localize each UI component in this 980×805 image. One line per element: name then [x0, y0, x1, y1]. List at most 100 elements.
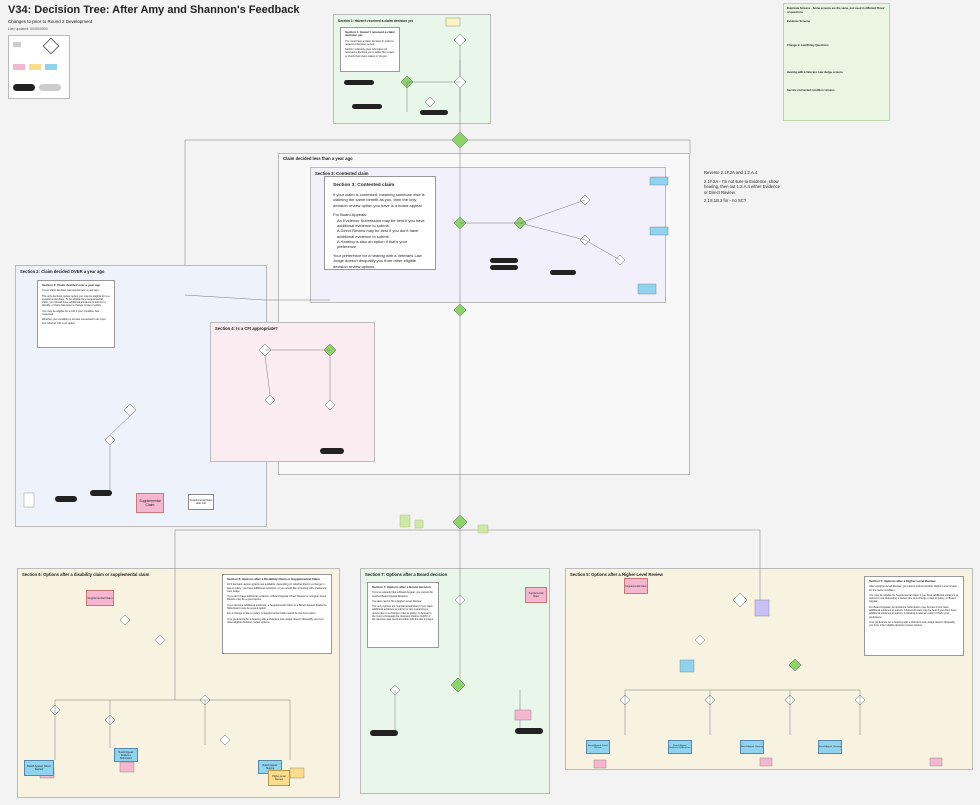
decision-node-57 — [452, 514, 468, 530]
decision-node-45 — [104, 434, 116, 446]
reverse-note-b: 2.1F.2A - I'm not sure to Evidence, show… — [704, 178, 780, 195]
section-6-card-p5: Your preference for a hearing with a Vet… — [227, 617, 324, 624]
board-hearing-s5-2-label: Board Appeal: Hearing — [819, 746, 842, 748]
flow-box-102 — [929, 757, 943, 767]
supplemental-after-cfi-label: Supplemental claim after CFI — [189, 499, 213, 505]
board-evidence-box-s5: Board Appeal: Evidence Submission — [668, 740, 692, 754]
notes-line-1: Duplicate Screens - Some screens are the… — [787, 7, 885, 14]
section-2-label: Section 2: Claim decided OVER a year ago — [20, 269, 105, 274]
page-title: V34: Decision Tree: After Amy and Shanno… — [8, 4, 300, 16]
legend-end-alt — [39, 84, 61, 91]
hlr-box-s6: Higher-Level Review — [268, 770, 290, 786]
contested-p3: Your preference for a hearing with a Vet… — [333, 253, 422, 269]
board-hearing-box-s5-2: Board Appeal: Hearing — [818, 740, 842, 754]
flow-box-100 — [593, 759, 607, 769]
flow-box-98 — [754, 599, 770, 617]
board-evidence-s5-label: Board Appeal: Evidence Submission — [669, 745, 691, 749]
flow-box-84 — [514, 709, 532, 721]
contested-heading: Section 3: Contested claim — [333, 183, 395, 188]
notes-line-4: Hearing with a Veterans Law Judge screen… — [787, 71, 843, 75]
supplemental-claim-s7-label: Supplemental Claim — [528, 592, 544, 598]
section-2-card: Section 2: Claim decided over a year ago… — [37, 280, 115, 348]
contested-b1: An Evidence Submission may be best if yo… — [337, 218, 425, 229]
legend-start — [13, 42, 21, 47]
supplemental-claim-box-s2: Supplemental Claim — [136, 493, 164, 513]
section-1-label: Section 1: Haven't received a claim deci… — [338, 19, 413, 23]
decision-node-87 — [788, 658, 802, 672]
end-pill-36 — [490, 258, 518, 263]
flow-box-34 — [649, 226, 669, 236]
section-6-card-p1: All 3 decision review options are availa… — [227, 583, 327, 593]
less-year-label: Claim decided less than a year ago — [283, 156, 353, 161]
contested-b3: A Hearing is also an option if that's yo… — [337, 238, 408, 250]
decision-node-43 — [324, 399, 336, 411]
hlr-s6-label: Higher-Level Review — [272, 775, 286, 781]
section-2-card-heading: Section 2: Claim decided over a year ago — [42, 283, 101, 287]
end-pill-21 — [420, 110, 448, 115]
contested-p1: If your claim is contested, meaning some… — [333, 192, 425, 208]
section-1-card-p2: Section 1 directly goes who have not rec… — [345, 48, 395, 58]
supplemental-claim-box-s7: Supplemental Claim — [525, 587, 547, 603]
board-direct-box-s6: Board Appeal: Direct Review — [24, 760, 54, 776]
supplemental-after-cfi-box: Supplemental claim after CFI — [188, 494, 214, 510]
section-4-label: Section 4: Is a CFI appropriate? — [215, 326, 278, 331]
section-5-card-heading: Section 5: Options after a Higher-Level … — [869, 579, 936, 583]
section-6-card-p2: If you don't have additional evidence, a… — [227, 595, 327, 602]
section-2-card-p2: The only decision review option you may … — [42, 294, 110, 308]
section-7-label: Section 7: Options after a Board decisio… — [365, 572, 448, 577]
decision-node-42 — [264, 394, 276, 406]
board-hearing-box-s5: Board Appeal: Hearing — [740, 740, 764, 754]
supplemental-claim-s6-label: Supplemental Claim — [87, 596, 113, 600]
section-4: Section 4: Is a CFI appropriate? — [210, 322, 375, 462]
end-pill-52 — [90, 490, 112, 496]
section-2-card-p1: If your claim decision was issued over a… — [42, 289, 101, 293]
contested-b2: A Direct Review may be best if you don't… — [337, 228, 419, 239]
end-pill-51 — [320, 448, 344, 454]
legend-outcome — [29, 64, 41, 70]
supplemental-claim-label: Supplemental Claim — [139, 499, 161, 507]
reverse-note-c: 2.1S.1B.3 for - no SC? — [704, 198, 747, 204]
flow-box-54 — [23, 492, 35, 508]
flow-box-75 — [289, 767, 305, 779]
end-pill-19 — [344, 80, 374, 85]
decision-node-44 — [123, 403, 137, 417]
legend-note — [45, 64, 57, 70]
board-hearing-s6-label: Board Appeal: Hearing — [262, 764, 278, 770]
contested-p2: For Board Appeals: — [333, 211, 368, 217]
flow-box-33 — [649, 176, 669, 186]
decision-node-85 — [732, 592, 748, 608]
section-1-card: Section 1: Haven't received a claim deci… — [340, 27, 400, 72]
flow-box-22 — [445, 17, 461, 27]
flow-box-101 — [759, 757, 773, 767]
decision-node-77 — [450, 677, 466, 693]
legend-action — [13, 64, 25, 70]
section-5-label: Section 5: Options after a Higher-Level … — [570, 572, 663, 577]
section-6: Section 6: Options after a disability cl… — [17, 568, 340, 798]
decision-node-86 — [694, 634, 706, 646]
sticky-note-58 — [399, 514, 411, 528]
notes-line-3: Change in Law/Policy Questions — [787, 43, 829, 47]
sticky-note-59 — [414, 519, 424, 529]
legend — [8, 35, 70, 99]
decision-node-11 — [453, 33, 467, 47]
section-3-label: Section 3: Contested claim — [315, 171, 369, 176]
section-6-card-p4: For a change in law or policy, a Supplem… — [227, 612, 317, 616]
flow-box-99 — [679, 659, 695, 673]
section-5-card-p4: Your preference for a hearing with a Vet… — [869, 620, 955, 628]
sticky-note-60 — [477, 524, 489, 534]
section-7-card-p3: The only options are Supplemental Claim … — [372, 605, 434, 622]
section-2-card-p4: Whether your condition is service connec… — [42, 318, 106, 325]
contested-card: Section 3: Contested claim If your claim… — [324, 176, 436, 270]
section-5-card: Section 5: Options after a Higher-Level … — [864, 576, 964, 656]
reverse-notes: Reverse 2.1F.2A and 1.2.A.4 2.1F.2A - I'… — [704, 170, 784, 204]
board-evidence-box-s6: Board Appeal: Evidence Submission — [114, 748, 138, 762]
notes-line-5: Service connected condition screens — [787, 88, 835, 92]
section-5-card-p1: After a Higher-Level Review, you cannot … — [869, 585, 957, 592]
flow-box-35 — [637, 283, 657, 295]
decision-node-14 — [424, 96, 436, 108]
section-2-card-p3: You may be eligible for a CFI if your co… — [42, 309, 99, 317]
reverse-note-a: Reverse 2.1F.2A and 1.2.A.4 — [704, 170, 758, 175]
section-7-card-heading: Section 7: Options after a Board decisio… — [372, 585, 431, 589]
supplemental-claim-box-s6: Supplemental Claim — [86, 590, 114, 606]
